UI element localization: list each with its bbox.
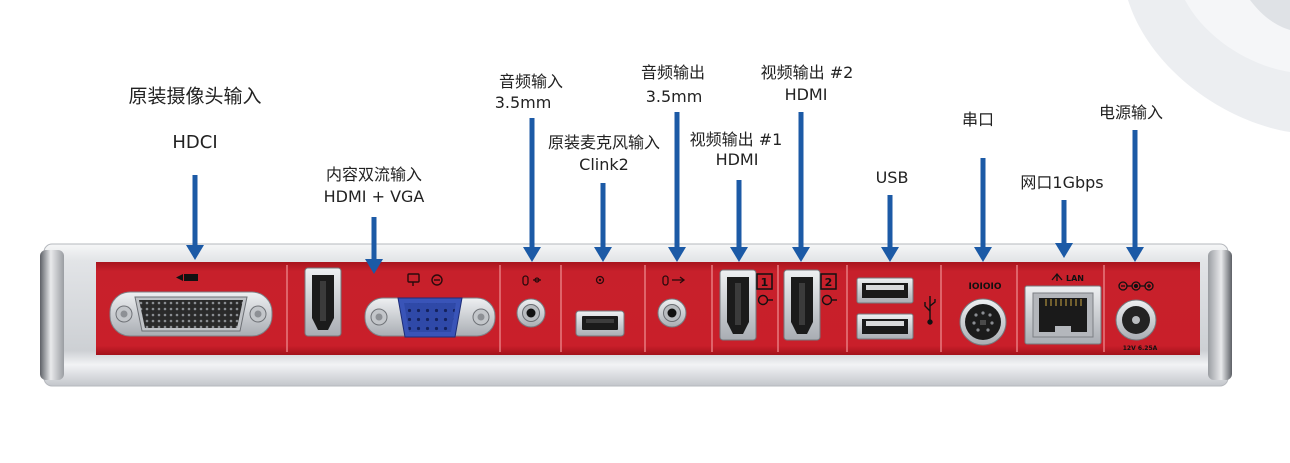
serial-marking: IOIOIO [969,282,1002,292]
panel-dividers [286,265,1105,352]
monitor-2-number: 2 [825,276,833,289]
callout-arrows [186,112,1144,274]
label-power-input: 电源输入 [1098,103,1164,122]
label-mic-input-type: Clink2 [579,155,629,174]
usb-icon [924,296,936,325]
arrow-content-input [365,217,383,274]
power-polarity-icon [1118,281,1154,291]
arrow-serial [974,158,992,262]
audio-out-icon [662,275,686,286]
monitor-icon: 1 [756,273,773,306]
arrow-usb [881,195,899,262]
arrow-audio-output [668,112,686,262]
red-port-panel [96,262,1200,355]
label-video-output-2: 视频输出 #2 [760,63,854,82]
audio-input-jack [516,275,546,328]
arrow-power-input [1126,130,1144,262]
vga-input-port [364,273,496,338]
clink2-mic-port [575,275,625,337]
label-camera-input-type: HDCI [172,132,218,153]
hdmi-output-2-port: 2 [783,269,837,341]
corner-decoration [1128,0,1290,132]
power-rating-marking: 12V 6.25A [1123,345,1158,352]
arrow-video-output-2 [792,112,810,262]
network-icon [1051,272,1063,281]
label-audio-output: 音频输出 [640,63,706,82]
usb-ports [856,277,936,340]
hdmi-output-1-port: 1 [719,269,773,341]
arrow-audio-input [523,118,541,262]
usb-port-top [856,277,914,304]
hdci-port [109,274,273,337]
monitor-1-number: 1 [761,276,769,289]
label-video-output-1-type: HDMI [715,150,759,169]
microphone-icon [522,275,541,286]
serial-port: IOIOIO [959,282,1007,346]
label-lan: 网口1Gbps [1020,173,1104,192]
arrow-camera-input [186,175,204,260]
audio-output-jack [657,275,687,328]
lan-port: LAN [1024,272,1102,345]
hdmi-input-port [304,267,342,337]
label-usb: USB [875,168,909,187]
microphone-icon [595,275,605,285]
display-icon [407,273,443,286]
camera-icon [176,274,198,281]
right-end-cap [1208,250,1232,380]
label-serial: 串口 [961,110,995,129]
label-camera-input: 原装摄像头输入 [128,85,262,108]
usb-port-bottom [856,313,914,340]
label-content-input-type: HDMI + VGA [323,187,425,206]
label-mic-input: 原装麦克风输入 [547,133,661,152]
arrow-mic-input [594,183,612,262]
label-audio-output-type: 3.5mm [645,87,703,106]
label-video-output-1: 视频输出 #1 [689,130,783,149]
left-end-cap [40,250,64,380]
power-input-port: 12V 6.25A [1115,281,1158,352]
monitor-icon: 2 [820,273,837,306]
label-video-output-2-type: HDMI [784,85,828,104]
arrow-lan [1055,200,1073,258]
arrow-video-output-1 [730,180,748,262]
label-content-input: 内容双流输入 [325,165,423,184]
label-audio-input-type: 3.5mm [494,93,552,112]
lan-marking: LAN [1066,274,1084,283]
label-audio-input: 音频输入 [498,72,564,91]
